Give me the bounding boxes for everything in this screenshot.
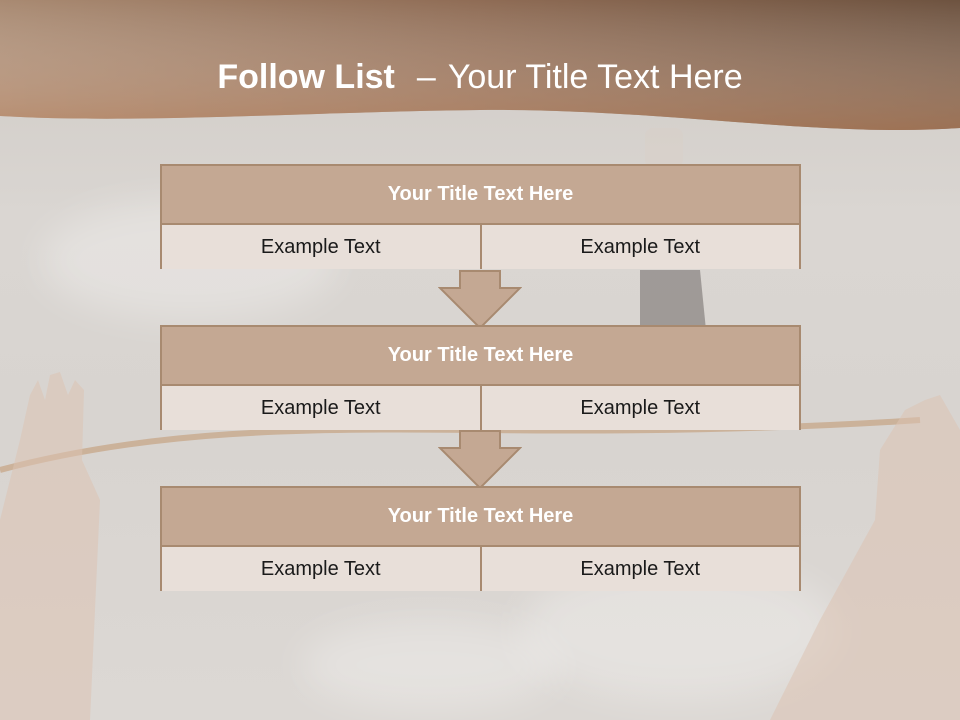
list-box-1: Your Title Text Here Example Text Exampl… (160, 164, 801, 269)
list-box-title: Your Title Text Here (162, 166, 799, 225)
list-box-left-text: Example Text (260, 396, 381, 419)
title-text: Your Title Text Here (447, 57, 743, 96)
list-box-row: Example Text Example Text (162, 386, 799, 430)
down-arrow-icon (438, 270, 522, 330)
walking-figure (640, 128, 706, 330)
slide-title: Follow List – Your Title Text Here (0, 52, 960, 102)
list-box-row: Example Text Example Text (162, 225, 799, 269)
list-box-left-text: Example Text (260, 557, 381, 580)
list-box-right-text: Example Text (479, 547, 800, 591)
list-box-row: Example Text Example Text (162, 547, 799, 591)
list-box-title: Your Title Text Here (162, 327, 799, 386)
list-box-2: Your Title Text Here Example Text Exampl… (160, 325, 801, 430)
list-box-left-text: Example Text (260, 235, 381, 258)
list-box-3: Your Title Text Here Example Text Exampl… (160, 486, 801, 591)
right-hand (770, 395, 960, 720)
header-banner (0, 0, 960, 131)
list-box-right-text: Example Text (479, 225, 800, 269)
down-arrow-icon (438, 430, 522, 490)
title-separator: – (416, 57, 436, 96)
list-box-right-text: Example Text (479, 386, 800, 430)
title-bold-part: Follow List (217, 57, 395, 96)
list-box-title: Your Title Text Here (162, 488, 799, 547)
left-hand (0, 372, 100, 720)
